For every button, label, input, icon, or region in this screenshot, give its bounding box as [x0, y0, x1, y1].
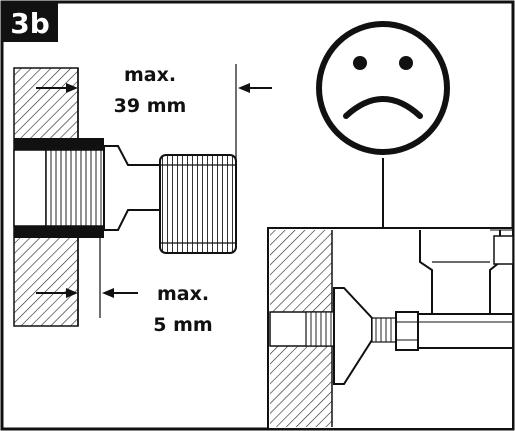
- adapter-body: [103, 145, 237, 254]
- max-depth-label-line1: max.: [124, 64, 176, 86]
- max-gap-label-line2: 5 mm: [153, 314, 212, 336]
- sad-face-icon: [316, 21, 450, 155]
- max-gap-label-line1: max.: [157, 283, 209, 305]
- max-depth-label-line2: 39 mm: [114, 95, 187, 117]
- wall-socket: [13, 138, 105, 238]
- step-badge-label: 3b: [10, 7, 50, 40]
- dimension-max-gap: [36, 236, 138, 318]
- detail-inset: [267, 227, 514, 430]
- step-badge: 3b: [2, 2, 58, 42]
- dimension-max-depth: [36, 64, 272, 160]
